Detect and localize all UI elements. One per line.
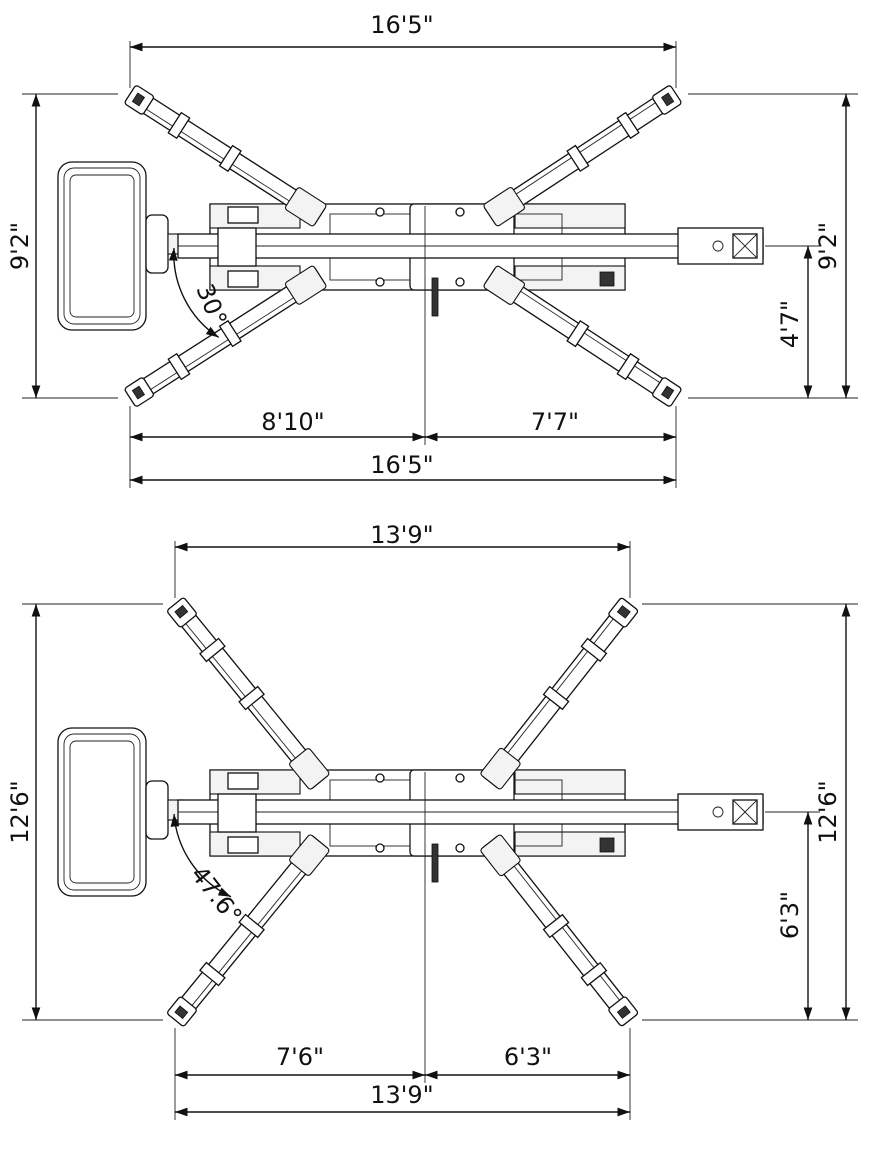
dim-right-span-1: 7'7" <box>531 408 579 436</box>
dim-overall-bottom-2: 13'9" <box>370 1081 433 1109</box>
dim-left-span-2: 7'6" <box>276 1043 324 1071</box>
dim-half-height-right-1: 4'7" <box>776 300 804 348</box>
diagram-30-degree <box>22 41 858 488</box>
outrigger-front-left <box>167 597 330 790</box>
dim-height-right-2: 12'6" <box>814 780 842 843</box>
outrigger-rear-left <box>124 265 327 407</box>
dim-half-height-right-2: 6'3" <box>776 891 804 939</box>
dim-overall-bottom-1: 16'5" <box>370 451 433 479</box>
outrigger-rear-right <box>480 834 639 1027</box>
diagram-47-degree <box>22 541 858 1120</box>
machine-body <box>57 161 764 331</box>
dim-height-left-1: 9'2" <box>6 222 34 270</box>
dim-height-left-2: 12'6" <box>6 780 34 843</box>
outrigger-front-left <box>124 85 327 227</box>
outrigger-rear-left <box>167 834 330 1027</box>
machine-body <box>57 727 764 897</box>
dim-height-right-1: 9'2" <box>814 222 842 270</box>
dim-left-span-1: 8'10" <box>261 408 324 436</box>
outrigger-front-right <box>480 597 639 790</box>
angle-arc <box>168 247 220 338</box>
dim-angle-2: 47.6° <box>185 861 247 930</box>
outrigger-front-right <box>483 85 682 227</box>
dim-right-span-2: 6'3" <box>504 1043 552 1071</box>
dim-overall-top-1: 16'5" <box>370 11 433 39</box>
angle-arc <box>170 813 232 898</box>
dim-overall-top-2: 13'9" <box>370 521 433 549</box>
outrigger-rear-right <box>483 265 682 407</box>
